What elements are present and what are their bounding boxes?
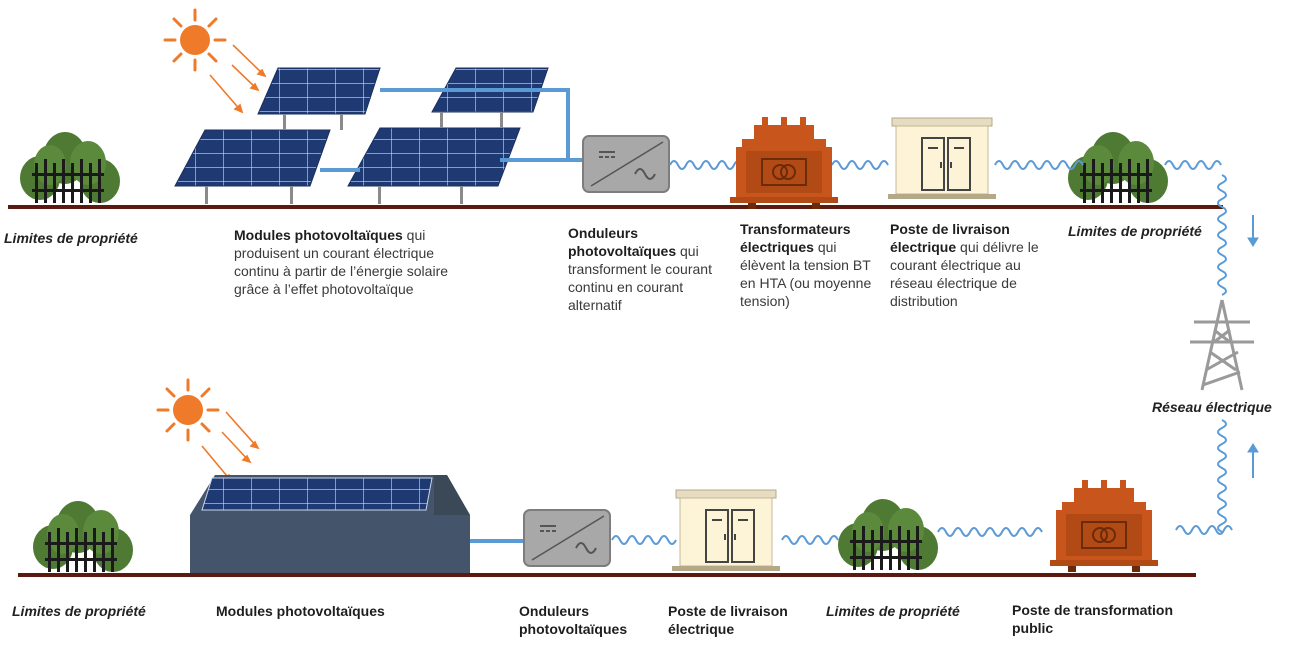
inverter-icon — [523, 509, 611, 567]
public-station-label: Poste de transformation public — [1012, 602, 1174, 636]
bush-fence-icon — [838, 499, 938, 570]
up-arrow-icon — [1247, 443, 1259, 478]
delivery-desc: qui délivre le courant électrique au rés… — [890, 239, 1039, 309]
delivery-station-icon — [671, 489, 781, 572]
roof-building-icon — [190, 475, 470, 573]
transformer-icon — [729, 116, 839, 210]
ground-line-top — [8, 205, 1223, 209]
inverters-caption: Onduleurs photovoltaïques qui transforme… — [568, 224, 718, 314]
modules-desc: qui produisent un courant électrique con… — [234, 227, 449, 297]
pylon-icon — [1190, 299, 1254, 391]
sun-rays-icon — [209, 44, 267, 114]
delivery-station-icon — [887, 117, 997, 200]
ac-cable-icon — [781, 535, 839, 545]
ac-cable-icon — [831, 160, 889, 170]
bush-fence-icon — [33, 501, 133, 572]
property-limit-label: Limites de propriété — [826, 603, 960, 619]
delivery-title: Poste de livraison électrique — [890, 221, 1010, 255]
grid-label: Réseau électrique — [1152, 399, 1272, 415]
inverter-icon — [582, 135, 670, 193]
sun-icon — [156, 378, 220, 442]
ac-cable-icon — [937, 527, 1043, 537]
sun-rays-icon — [201, 411, 260, 484]
ac-cable-icon — [1164, 160, 1222, 170]
ac-cable-icon — [611, 535, 677, 545]
bottom-modules-label: Modules photovoltaïques — [216, 603, 385, 619]
transformers-desc: qui élèvent la tension BT en HTA (ou moy… — [740, 239, 872, 309]
modules-title: Modules photovoltaïques — [234, 227, 403, 243]
grid-cable-icon — [1217, 174, 1227, 296]
bush-fence-icon — [1068, 132, 1168, 203]
ground-line-bottom — [18, 573, 1196, 577]
bottom-inverters-label: Onduleurs photovoltaïques — [519, 603, 628, 637]
ac-cable-icon — [1175, 525, 1233, 535]
transformer-icon — [1049, 479, 1159, 573]
solar-panels-icon — [174, 67, 584, 204]
inverters-title: Onduleurs photovoltaïques — [568, 225, 677, 259]
down-arrow-icon — [1247, 215, 1259, 247]
grid-cable-icon — [1217, 419, 1227, 533]
sun-icon — [163, 8, 227, 72]
bush-fence-icon — [20, 132, 120, 203]
property-limit-label: Limites de propriété — [4, 230, 138, 246]
modules-caption: Modules photovoltaïques qui produisent u… — [234, 226, 464, 298]
delivery-caption: Poste de livraison électrique qui délivr… — [890, 220, 1050, 310]
transformers-title: Transformateurs électriques — [740, 221, 851, 255]
bottom-delivery-label: Poste de livraison électrique — [668, 603, 788, 637]
inverters-desc: qui transforment le courant continu en c… — [568, 243, 712, 313]
ac-cable-icon — [994, 160, 1084, 170]
transformers-caption: Transformateurs électriques qui élèvent … — [740, 220, 880, 310]
property-limit-label: Limites de propriété — [12, 603, 146, 619]
property-limit-label: Limites de propriété — [1068, 223, 1202, 239]
